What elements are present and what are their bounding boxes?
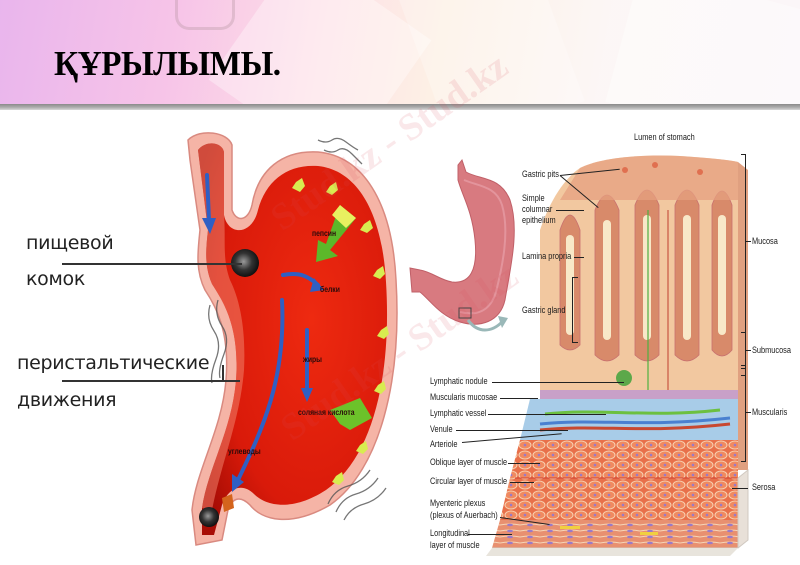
pepsin-label: пепсин	[312, 229, 337, 238]
decorative-facet	[605, 0, 800, 106]
muscularis-tick	[746, 412, 751, 413]
peristalsis-leader-line	[62, 380, 240, 382]
peristalsis-bracket	[222, 365, 224, 381]
slide-title: ҚҰРЫЛЫМЫ.	[54, 44, 281, 83]
decorative-facet	[395, 0, 585, 106]
logo-watermark-icon	[175, 0, 235, 30]
histology-illustration	[409, 155, 749, 556]
oblique-layer-label: Oblique layer of muscle	[430, 457, 508, 467]
longitudinal-layer-leader	[468, 534, 512, 535]
gastric-gland-bracket	[572, 277, 578, 343]
food-bolus-leader-line	[62, 263, 242, 265]
hydrochloric-acid-label: соляная кислота	[298, 408, 355, 417]
myenteric-plexus-label-line1: Myenteric plexus	[430, 498, 486, 508]
lymphatic-nodule-label: Lymphatic nodule	[430, 376, 488, 386]
venule-label: Venule	[430, 424, 453, 434]
gastric-pits-label: Gastric pits	[522, 169, 559, 179]
header-divider	[0, 104, 800, 110]
submucosa-label: Submucosa	[752, 345, 791, 355]
peristalsis-label-line1: перистальтические	[17, 352, 210, 374]
mucosa-label: Mucosa	[752, 236, 778, 246]
lamina-propria-label: Lamina propria	[522, 251, 572, 261]
serosa-label: Serosa	[752, 482, 776, 492]
lymphatic-vessel-leader	[488, 414, 606, 415]
simple-columnar-epithelium-label-line1: Simple	[522, 193, 545, 203]
slide-header: ҚҰРЫЛЫМЫ.	[0, 0, 800, 106]
lymphatic-nodule-leader	[492, 382, 624, 383]
fats-label: жиры	[303, 355, 322, 364]
food-bolus-label-line1: пищевой	[26, 232, 114, 254]
longitudinal-layer-label-line1: Longitudinal	[430, 528, 470, 538]
carbohydrates-label: углеводы	[228, 447, 261, 456]
mucosa-tick	[746, 241, 751, 242]
simple-columnar-epithelium-label-line2: columnar	[522, 204, 553, 214]
peristalsis-label-line2: движения	[17, 389, 117, 411]
muscularis-mucosae-label: Muscularis mucosae	[430, 392, 498, 402]
oblique-layer-leader	[508, 463, 540, 464]
serosa-leader	[732, 488, 748, 489]
arteriole-label: Arteriole	[430, 439, 458, 449]
submucosa-tick	[746, 350, 751, 351]
gastric-gland-label: Gastric gland	[522, 305, 566, 315]
lymphatic-vessel-label: Lymphatic vessel	[430, 408, 487, 418]
stomach-illustration	[187, 132, 398, 546]
simple-columnar-leader	[556, 210, 584, 211]
muscularis-mucosae-leader	[500, 398, 538, 399]
myenteric-plexus-label-line2: (plexus of Auerbach)	[430, 510, 498, 520]
lumen-of-stomach-label: Lumen of stomach	[634, 132, 695, 142]
mucosa-bracket	[741, 154, 746, 376]
proteins-label: белки	[320, 285, 340, 294]
stomach-digestion-diagram: пищевой комок перистальтические движения…	[0, 115, 410, 565]
venule-leader	[456, 430, 568, 431]
food-bolus-label-line2: комок	[26, 268, 86, 290]
stomach-wall-histology-diagram: Lumen of stomach Gastric pits Simple col…	[400, 120, 800, 565]
simple-columnar-epithelium-label-line3: epithelium	[522, 215, 556, 225]
muscularis-bracket	[741, 368, 746, 462]
lamina-propria-leader	[574, 257, 584, 258]
longitudinal-layer-label-line2: layer of muscle	[430, 540, 480, 550]
submucosa-bracket	[741, 332, 746, 366]
circular-layer-label: Circular layer of muscle	[430, 476, 508, 486]
circular-layer-leader	[510, 482, 534, 483]
muscularis-label: Muscularis	[752, 407, 788, 417]
